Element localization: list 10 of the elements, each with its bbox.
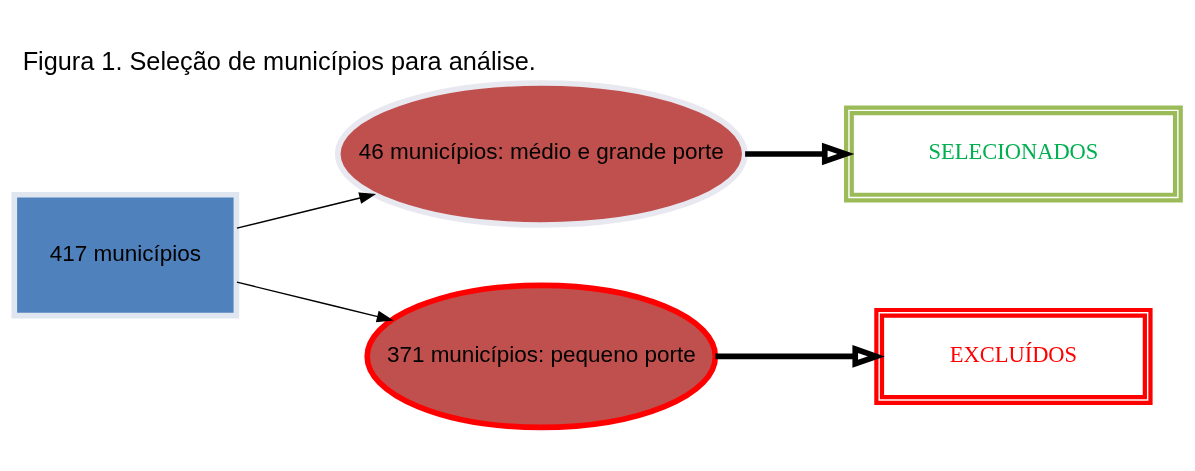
node-ellipse: 371 municípios: pequeno porte <box>364 282 719 431</box>
arrow <box>236 192 377 229</box>
node-box: EXCLUÍDOS <box>874 307 1153 405</box>
arrow <box>236 281 394 323</box>
node-ellipse: 46 municípios: médio e grande porte <box>334 80 748 228</box>
node-box: 417 municípios <box>11 191 240 319</box>
diagram-title: Figura 1. Seleção de municípios para análise. <box>22 46 536 75</box>
arrow <box>715 345 885 368</box>
node-box: SELECIONADOS <box>844 105 1183 203</box>
arrow <box>745 142 855 166</box>
